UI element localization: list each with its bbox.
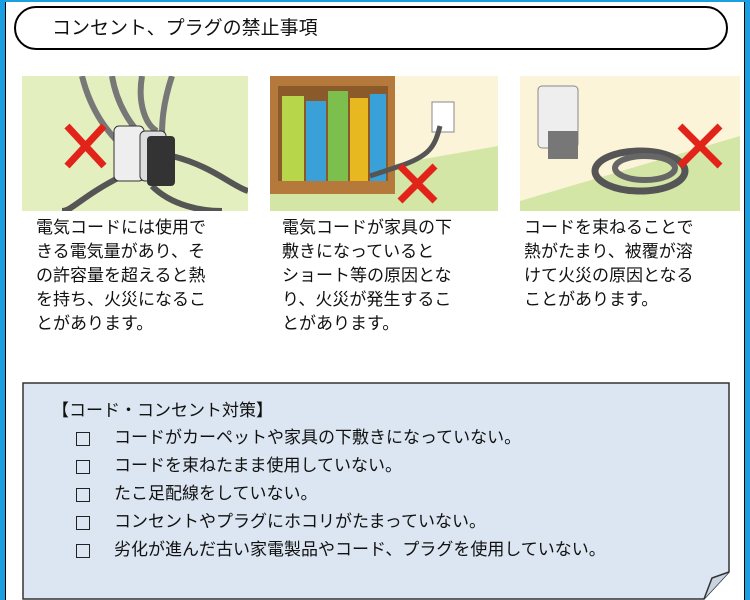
illustration-octopus-wiring [22,76,248,211]
checklist-item: 劣化が進んだ古い家電製品やコード、プラグを使用していない。 [76,536,606,564]
page-title: コンセント、プラグの禁止事項 [14,6,728,50]
page-border [5,2,745,600]
card-description-1: 電気コードには使用できる電気量があり、その許容量を超えると熱を持ち、火災になるこ… [36,218,206,334]
checkbox-icon [76,488,90,502]
card-description-3: コードを束ねることで熱がたまり、被覆が溶けて火災の原因となることがあります。 [524,218,694,310]
checklist-item: コンセントやプラグにホコリがたまっていない。 [76,508,606,536]
folded-corner-icon [703,571,730,600]
x-mark-icon [397,163,438,204]
x-mark-icon [677,123,723,169]
card-description-2: 電気コードが家具の下敷きになっているとショート等の原因となり、火災が発生すること… [282,218,452,334]
checklist-item: コードがカーペットや家具の下敷きになっていない。 [76,424,606,452]
checkbox-icon [76,460,90,474]
checklist-item: たこ足配線をしていない。 [76,480,606,508]
checkbox-icon [76,432,90,446]
checklist-note: 【コード・コンセント対策】 コードがカーペットや家具の下敷きになっていない。 コ… [22,382,730,600]
checklist-title: 【コード・コンセント対策】 [52,401,273,421]
checklist: コードがカーペットや家具の下敷きになっていない。 コードを束ねたまま使用していな… [76,424,606,564]
x-mark-icon [64,123,107,169]
checkbox-icon [76,544,90,558]
illustration-bundled-cord [520,76,740,211]
illustration-cord-under-furniture [270,76,498,211]
checkbox-icon [76,516,90,530]
checklist-item: コードを束ねたまま使用していない。 [76,452,606,480]
